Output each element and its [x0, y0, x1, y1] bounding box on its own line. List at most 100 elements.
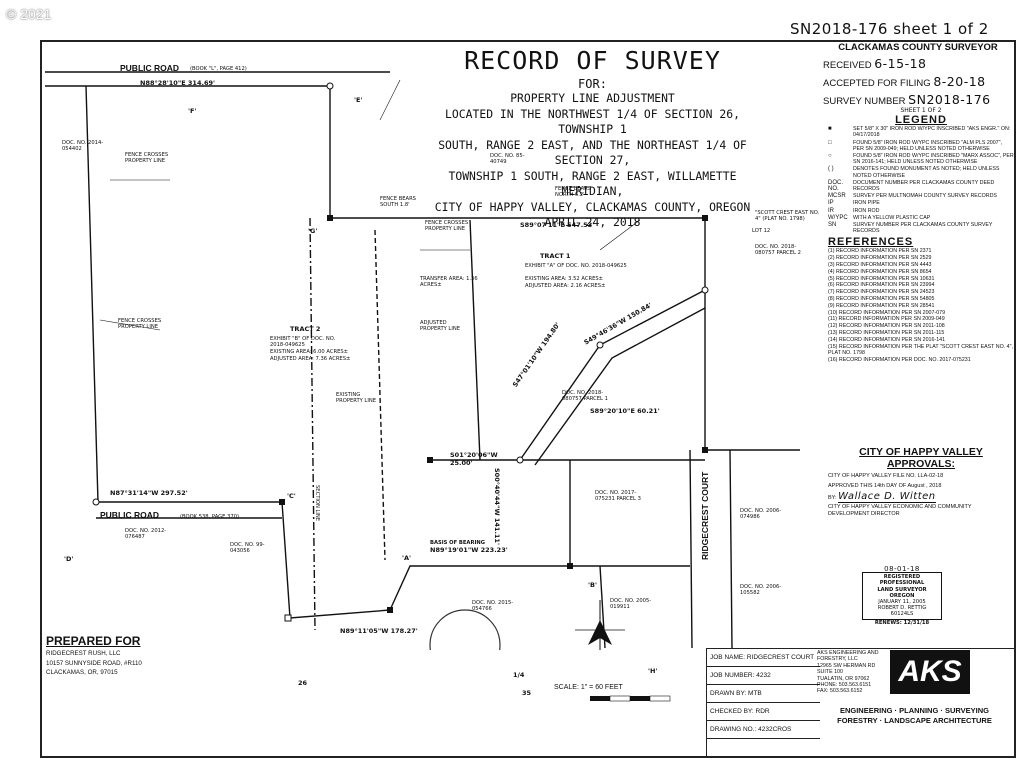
fence-crosses-label: FENCE CROSSES PROPERTY LINE [425, 220, 469, 233]
point-h-label: 'H' [648, 667, 658, 675]
survey-for: FOR: [578, 77, 607, 91]
tract1-label: TRACT 1 [540, 252, 571, 260]
section-line [309, 217, 316, 631]
reference-item: (12) RECORD INFORMATION PER SN 2011-108 [828, 323, 945, 330]
legend-panel: SHEET 1 OF 2 LEGEND ■SET 5/8" X 30" IRON… [828, 107, 1014, 364]
doc-2005-label: DOC. NO. 2005-019911 [610, 598, 652, 611]
diagonal-line [519, 289, 706, 461]
point-d-label: 'D' [64, 555, 74, 563]
seal-state: OREGON [889, 592, 915, 599]
doc-2018-parcel2-label: DOC. NO. 2018-080757 PARCEL 2 [755, 244, 801, 257]
point-e-label: 'E' [354, 96, 363, 104]
survey-date: APRIL 24, 2018 [544, 215, 641, 229]
company-line: SUITE 100 [817, 669, 843, 676]
point-f-label: 'F' [188, 107, 197, 115]
prepared-for-line: CLACKAMAS, OR, 97015 [46, 669, 118, 677]
point-b-label: 'B' [588, 581, 597, 589]
approval-date-line: APPROVED THIS 14th DAY OF August , 2018 [828, 483, 942, 489]
doc-85-40749-label: DOC. NO. 85-40749 [490, 153, 525, 166]
survey-location-line: LOCATED IN THE NORTHWEST 1/4 OF SECTION … [445, 106, 740, 137]
approval-signature: Wallace D. Witten [838, 491, 936, 503]
legend-item: □FOUND 5/8" IRON ROD W/YPC INSCRIBED "AL… [828, 139, 1002, 152]
east-bearing-2-label: S01°20'06"W 25.00' [450, 451, 498, 467]
company-line: TUALATIN, OR 97062 [817, 675, 870, 682]
seal-title: PROFESSIONAL [879, 580, 925, 587]
survey-purpose: PROPERTY LINE ADJUSTMENT [510, 91, 675, 105]
corner-fraction-label: 1/4 [513, 671, 525, 679]
survey-sheet-border [40, 40, 1016, 758]
stamp-heading: CLACKAMAS COUNTY SURVEYOR [838, 42, 998, 53]
doc-2012-label: DOC. NO. 2012-076487 [125, 528, 167, 541]
services-line: FORESTRY · LANDSCAPE ARCHITECTURE [837, 716, 992, 725]
doc-2018-parcel1-label: DOC. NO. 2018-080757 PARCEL 1 [562, 390, 608, 403]
reference-item: (1) RECORD INFORMATION PER SN 2371 [828, 248, 932, 255]
scott-crest-label: "SCOTT CREST EAST NO. 4" (PLAT NO. 1798) [755, 210, 820, 223]
county-surveyor-stamp-icon [429, 609, 501, 650]
existing-line-label: EXISTING PROPERTY LINE [336, 392, 377, 405]
public-road-bottom-label: PUBLIC ROAD [100, 510, 160, 520]
north-bearing-label: S89°07'11"E 547.53' [520, 221, 595, 229]
surveyor-seal: 08-01-18 REGISTERED PROFESSIONAL LAND SU… [862, 565, 942, 636]
fence-crosses-left-2-label: FENCE CROSSES PROPERTY LINE [118, 318, 162, 331]
reference-item: (8) RECORD INFORMATION PER SN 54805 [828, 296, 935, 303]
east-bearing-1-label: S89°20'10"E 60.21' [590, 407, 660, 415]
prepared-for-line: 10157 SUNNYSIDE ROAD, #R110 [46, 659, 142, 667]
reference-item: (3) RECORD INFORMATION PER SN 4443 [828, 262, 932, 269]
seal-title: REGISTERED [883, 574, 921, 581]
copyright-watermark: © 2021 [6, 6, 52, 22]
reference-item: (16) RECORD INFORMATION PER DOC. NO. 201… [828, 357, 971, 364]
legend-item: ■SET 5/8" X 30" IRON ROD W/YPC INSCRIBED… [828, 126, 1011, 139]
survey-number-label: SURVEY NUMBER [823, 96, 906, 107]
doc-99-label: DOC. NO. 99-043056 [230, 542, 265, 555]
lot-12-label: LOT 12 [752, 228, 771, 234]
tract2-label: TRACT 2 [290, 325, 321, 333]
aks-logo: AKS [890, 650, 970, 694]
point-c-label: 'C' [287, 492, 296, 500]
survey-map [45, 71, 800, 650]
point-g-label: 'G' [308, 227, 318, 235]
job-name: JOB NAME: RIDGECREST COURT [707, 649, 820, 667]
reference-item: (13) RECORD INFORMATION PER SN 2011-115 [828, 330, 945, 337]
legend-item: DOC. NO.DOCUMENT NUMBER PER CLACKAMAS CO… [828, 179, 995, 193]
sheet-label: SHEET 1 OF 2 [900, 107, 942, 114]
company-address: AKS ENGINEERING AND FORESTRY, LLC 12965 … [817, 650, 889, 695]
north-arrow-icon [575, 600, 625, 650]
survey-number-value: SN2018-176 [908, 92, 991, 107]
reference-item: (4) RECORD INFORMATION PER SN 8654 [828, 268, 932, 275]
received-label: RECEIVED [823, 60, 872, 71]
prepared-for-line: RIDGECREST RUSH, LLC [46, 650, 121, 657]
approval-file-no: CITY OF HAPPY VALLEY FILE NO. LLA-02-18 [828, 473, 944, 479]
doc-2006-label: DOC. NO. 2006-074986 [740, 508, 782, 521]
section-line-label: SECTION LINE [314, 485, 320, 522]
prepared-for: PREPARED FOR RIDGECREST RUSH, LLC 10157 … [46, 634, 226, 677]
scale-label: SCALE: 1" = 60 FEET [554, 684, 623, 691]
reference-item: (10) RECORD INFORMATION PER SN 2007-079 [828, 309, 946, 316]
south-boundary-west [281, 501, 391, 619]
survey-title-block: RECORD OF SURVEY FOR: PROPERTY LINE ADJU… [430, 46, 755, 231]
tract1-existing-area: EXISTING AREA: 3.52 ACRES± [525, 276, 603, 282]
seal-name: ROBERT D. RETTIG [877, 605, 927, 612]
company-line: AKS ENGINEERING AND FORESTRY, LLC [817, 650, 879, 663]
public-road-top-book: (BOOK "L", PAGE 412) [190, 66, 247, 72]
job-number: JOB NUMBER: 4232 [707, 667, 820, 685]
basis-bearing-label: N89°19'01"W 223.23' [430, 546, 508, 554]
approval-heading-city: CITY OF HAPPY VALLEY [859, 446, 983, 458]
seal-date: JANUARY 11, 2005 [878, 599, 926, 606]
drawing-number: DRAWING NO.: 4232CROS [707, 721, 820, 739]
doc-2006b-label: DOC. NO. 2006-105582 [740, 584, 782, 597]
public-road-bottom-book: (BOOK 538, PAGE 370) [180, 514, 240, 520]
ridgecrest-east [729, 449, 733, 649]
doc-2015-label: DOC. NO. 2015-054766 [472, 600, 514, 613]
top-bearing-label: N88°28'10"E 314.69' [140, 79, 215, 87]
existing-property-line [374, 229, 386, 561]
adjusted-line-label: ADJUSTED PROPERTY LINE [420, 320, 461, 333]
seal-number: 60124LS [890, 611, 914, 618]
section-26-27-label: 26 [298, 679, 308, 687]
company-line: 12965 SW HERMAN RD [817, 662, 876, 669]
tract2-existing-area: EXISTING AREA: 6.00 ACRES± [270, 349, 348, 355]
company-services: ENGINEERING · PLANNING · SURVEYING FORES… [817, 706, 1012, 726]
public-road-top-label: PUBLIC ROAD [120, 63, 180, 73]
